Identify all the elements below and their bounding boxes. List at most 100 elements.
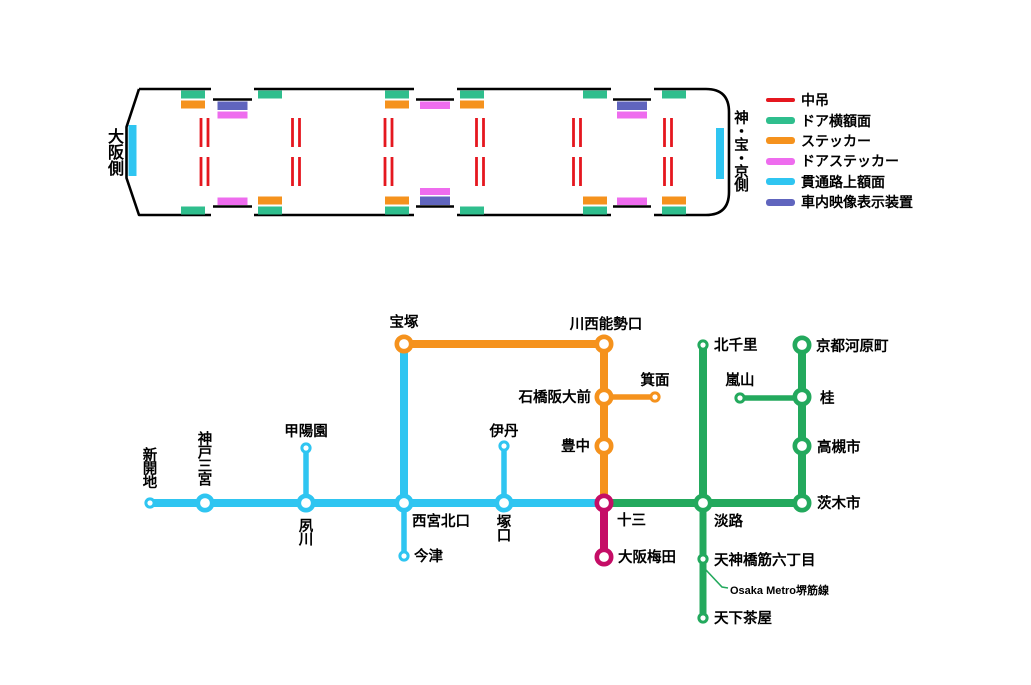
- door-sticker-block: [617, 111, 647, 119]
- station-marker-nishinomiya-kitaguchi: [394, 493, 414, 513]
- station-label-minoo: 箕面: [641, 371, 670, 389]
- legend: 中吊ドア横額面ステッカードアステッカー貫通路上額面車内映像表示装置: [766, 90, 913, 212]
- door-sticker-block: [217, 197, 248, 205]
- legend-label-nakazuri: 中吊: [801, 92, 829, 109]
- station-label-osaka-umeda: 大阪梅田: [618, 548, 676, 566]
- legend-swatch-door-side-panel: [766, 117, 795, 125]
- legend-item-in-car-video-display: 車内映像表示装置: [766, 192, 913, 212]
- door-side-panel-block: [181, 90, 205, 99]
- legend-swatch-door-sticker: [766, 157, 795, 165]
- station-label-takatsukishi: 高槻市: [817, 438, 861, 456]
- video-display-block: [217, 101, 248, 110]
- legend-swatch-sticker: [766, 137, 795, 145]
- station-label-koyoen: 甲陽園: [284, 423, 328, 440]
- station-marker-minoo: [649, 391, 661, 403]
- legend-item-sticker: ステッカー: [766, 131, 913, 151]
- station-marker-toyonaka: [594, 436, 614, 456]
- legend-label-gangway-overhead-panel: 貫通路上額面: [801, 173, 885, 190]
- car-end-label-kobe-takarazuka-kyoto-side: 神・宝・京側: [732, 110, 748, 191]
- station-marker-kita-senri: [697, 339, 709, 351]
- video-display-block: [420, 196, 450, 205]
- station-marker-imazu: [398, 550, 410, 562]
- door-side-panel-block: [385, 90, 409, 99]
- legend-item-nakazuri: 中吊: [766, 90, 913, 110]
- station-marker-takarazuka: [394, 334, 414, 354]
- sticker-block: [385, 100, 409, 109]
- sticker-block: [460, 100, 484, 109]
- legend-item-door-side-panel: ドア横額面: [766, 110, 913, 130]
- legend-item-door-sticker: ドアステッカー: [766, 151, 913, 171]
- station-label-katsura: 桂: [819, 389, 835, 407]
- metro-sakaisuji-line-note: Osaka Metro堺筋線: [730, 583, 829, 597]
- station-marker-itami: [498, 440, 510, 452]
- station-label-kyoto-kawaramachi: 京都河原町: [816, 337, 889, 355]
- station-marker-arashiyama: [734, 392, 746, 404]
- station-marker-kyoto-kawaramachi: [792, 335, 812, 355]
- station-marker-koyoen: [300, 442, 312, 454]
- door-side-panel-block: [460, 90, 484, 99]
- door-side-panel-block: [583, 90, 607, 99]
- station-marker-katsura: [792, 387, 812, 407]
- station-marker-juso: [594, 493, 614, 513]
- station-label-ibarakishi: 茨木市: [817, 494, 861, 512]
- station-marker-kawanishi-noseguchi: [594, 334, 614, 354]
- legend-swatch-in-car-video-display: [766, 198, 795, 206]
- station-label-nishinomiya-kitaguchi: 西宮北口: [412, 512, 470, 530]
- station-marker-tsukaguchi: [494, 493, 514, 513]
- legend-item-gangway-overhead-panel: 貫通路上額面: [766, 172, 913, 192]
- door-sticker-block: [420, 101, 450, 109]
- station-label-shukugawa: 夙川: [298, 518, 314, 549]
- station-label-tsukaguchi: 塚口: [497, 514, 512, 545]
- door-side-panel-block: [583, 206, 607, 215]
- door-sticker-block: [217, 111, 248, 119]
- station-label-kawanishi-noseguchi: 川西能勢口: [569, 315, 643, 333]
- station-marker-kobe-sannomiya: [195, 493, 215, 513]
- station-label-kita-senri: 北千里: [714, 337, 758, 354]
- station-label-takarazuka: 宝塚: [390, 313, 419, 331]
- station-marker-takatsukishi: [792, 436, 812, 456]
- legend-label-in-car-video-display: 車内映像表示装置: [801, 194, 913, 211]
- station-marker-shinkaichi: [144, 497, 156, 509]
- station-label-itami: 伊丹: [489, 422, 519, 440]
- gangway-overhead-panel-right: [716, 128, 724, 179]
- sticker-block: [385, 196, 409, 205]
- door-side-panel-block: [258, 90, 282, 99]
- station-label-imazu: 今津: [413, 547, 443, 565]
- door-side-panel-block: [385, 206, 409, 215]
- station-label-tengachaya: 天下茶屋: [714, 609, 772, 627]
- station-marker-tenjimbashisuji-rokuchome: [697, 553, 709, 565]
- car-end-label-osaka-side: 大阪側: [105, 128, 122, 176]
- note-leader-line: [705, 569, 729, 589]
- door-side-panel-block: [181, 206, 205, 215]
- legend-label-door-sticker: ドアステッカー: [801, 153, 899, 170]
- station-label-kobe-sannomiya: 神戸三宮: [198, 430, 213, 489]
- car-outline: [125, 87, 731, 217]
- legend-swatch-nakazuri: [766, 97, 795, 103]
- station-marker-shukugawa: [296, 493, 316, 513]
- door-side-panel-block: [258, 206, 282, 215]
- video-display-block: [617, 101, 647, 110]
- station-marker-ibarakishi: [792, 493, 812, 513]
- sticker-block: [181, 100, 205, 109]
- station-marker-tengachaya: [697, 612, 709, 624]
- station-label-toyonaka: 豊中: [561, 437, 590, 455]
- sticker-block: [583, 196, 607, 205]
- legend-label-sticker: ステッカー: [801, 132, 871, 149]
- station-label-shinkaichi: 新開地: [143, 446, 158, 491]
- station-label-awaji: 淡路: [714, 512, 743, 530]
- station-label-tenjimbashisuji-rokuchome: 天神橋筋六丁目: [714, 551, 816, 569]
- door-side-panel-block: [460, 206, 484, 215]
- station-marker-osaka-umeda: [594, 547, 614, 567]
- sticker-block: [258, 196, 282, 205]
- station-marker-ishibashi-handaimae: [594, 387, 614, 407]
- legend-swatch-gangway-overhead-panel: [766, 178, 795, 186]
- door-side-panel-block: [662, 206, 686, 215]
- door-sticker-block: [617, 197, 647, 205]
- sticker-block: [662, 196, 686, 205]
- station-label-arashiyama: 嵐山: [725, 371, 755, 389]
- door-sticker-block: [420, 188, 450, 195]
- door-side-panel-block: [662, 90, 686, 99]
- station-marker-awaji: [693, 493, 713, 513]
